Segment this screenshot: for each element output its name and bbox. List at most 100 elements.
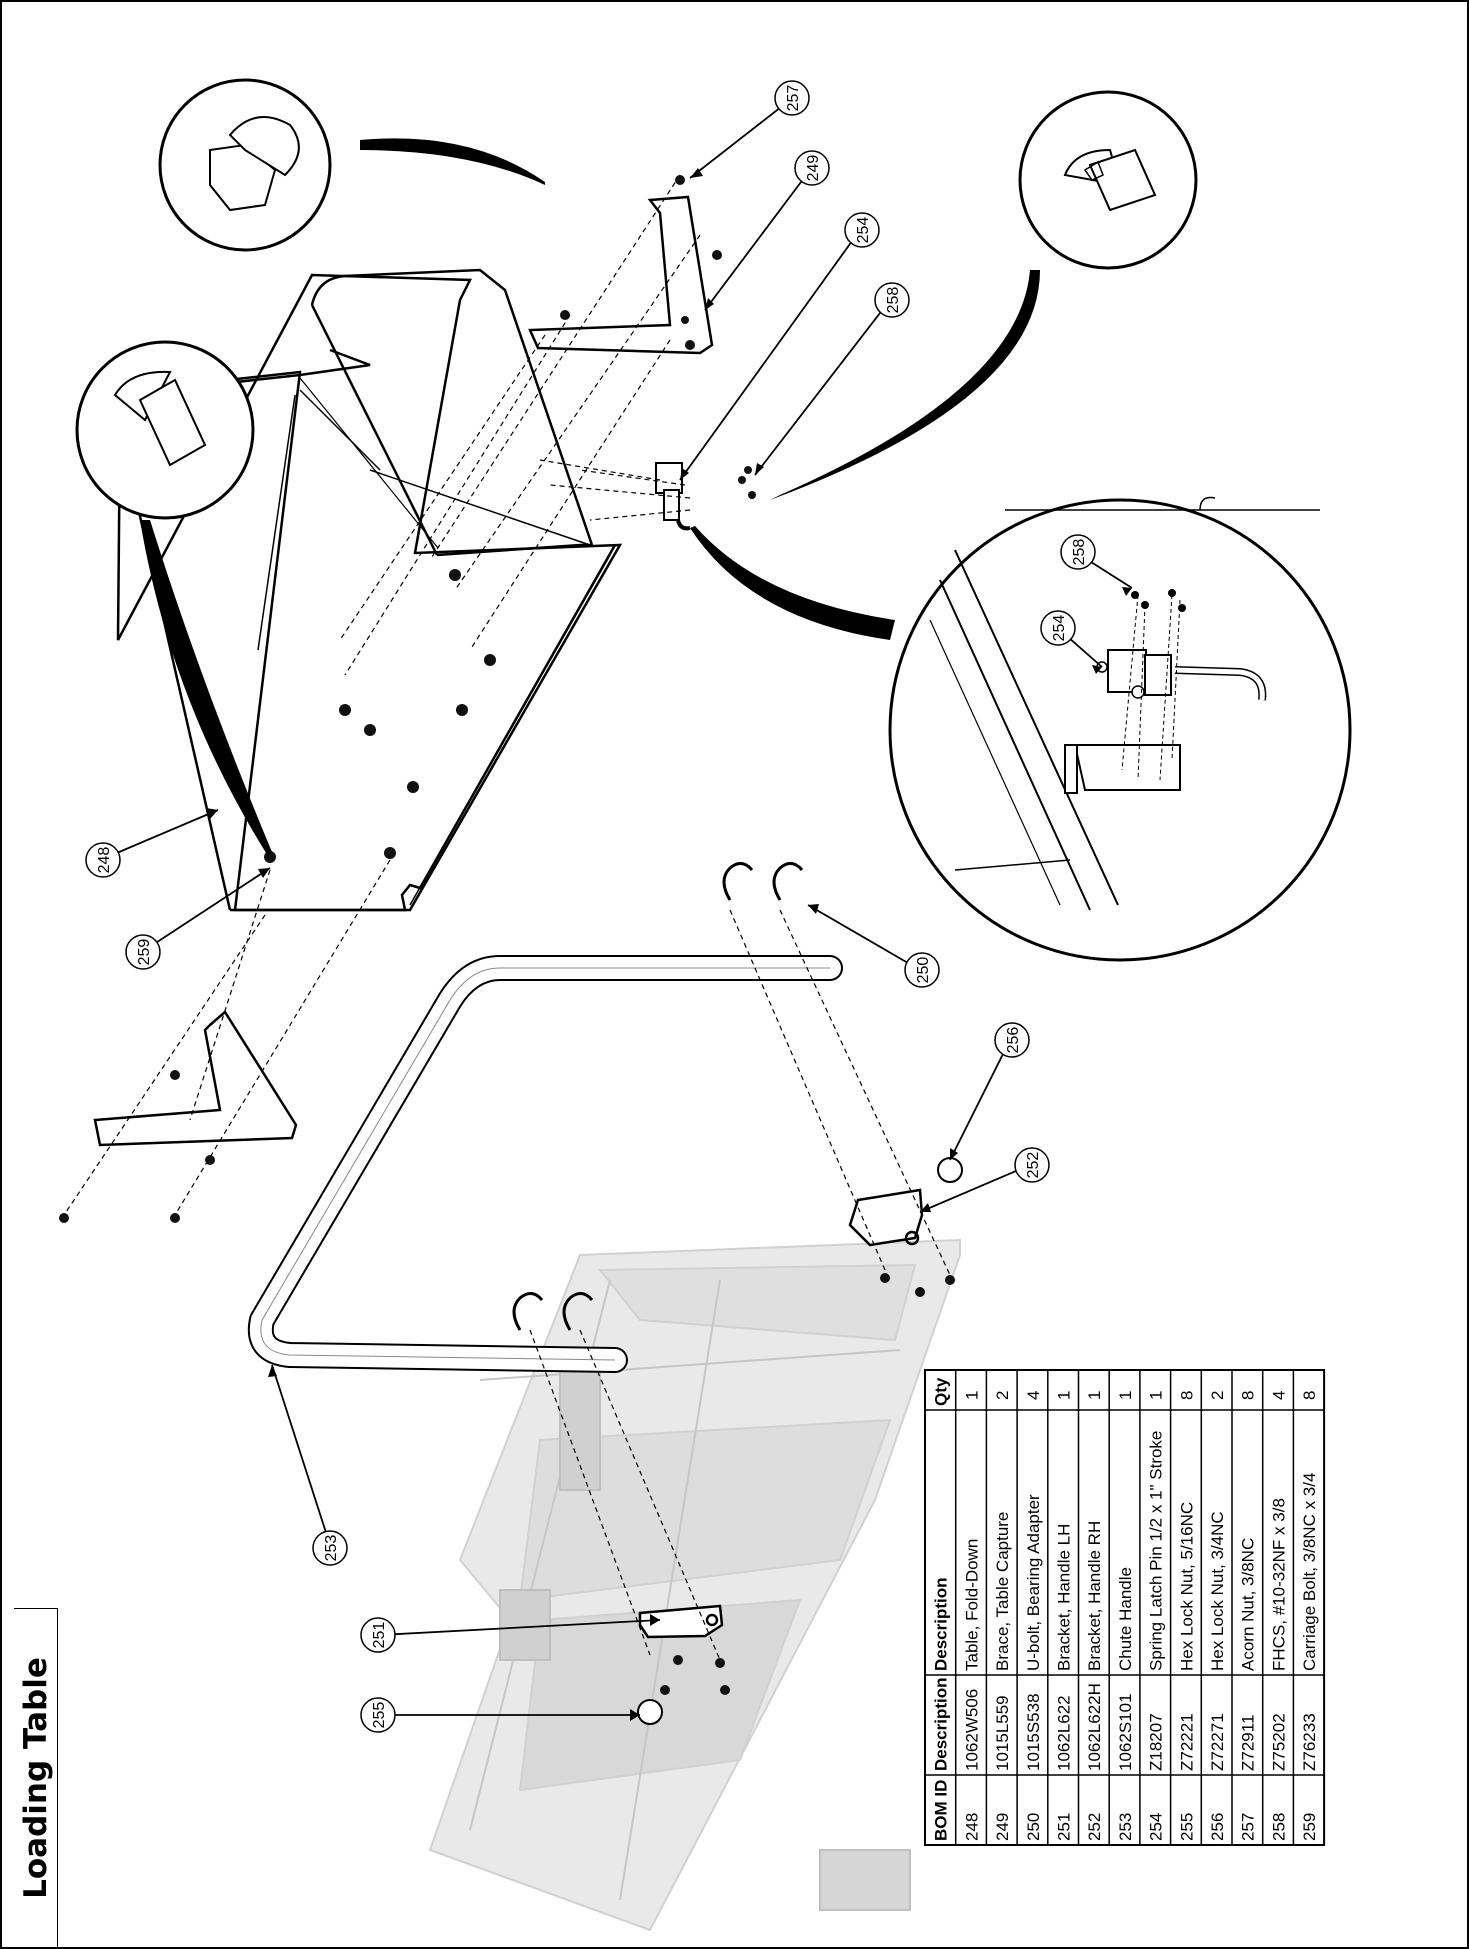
bom-cell-qty: 1: [962, 1391, 981, 1400]
bom-cell-description: Acorn Nut, 3/8NC: [1239, 1538, 1258, 1671]
callout-259: 259: [125, 934, 161, 970]
assembly-guide-lines: [63, 174, 951, 1661]
bom-header: Description: [932, 1677, 951, 1771]
bom-cell-id: 259: [1300, 1813, 1319, 1841]
bom-cell-qty: 2: [1208, 1391, 1227, 1400]
detail-fhcs: [1018, 90, 1198, 270]
bom-header: Description: [932, 1577, 951, 1671]
callout-254: 254: [1040, 610, 1076, 646]
callout-248: 248: [85, 842, 121, 878]
bom-cell-part: 1015S538: [1024, 1693, 1043, 1771]
bom-cell-id: 252: [1085, 1813, 1104, 1841]
bom-cell-qty: 2: [993, 1391, 1012, 1400]
callout-258: 258: [874, 282, 910, 318]
detail-acorn-nut: [158, 78, 332, 252]
callout-249: 249: [794, 150, 830, 186]
bom-cell-qty: 4: [1024, 1391, 1043, 1400]
callout-257: 257: [774, 80, 810, 116]
callout-252: 252: [1014, 1147, 1050, 1183]
bom-cell-qty: 1: [1147, 1391, 1166, 1400]
hardware-nuts-bolts: [59, 175, 955, 1695]
callout-arrowheads: [206, 168, 1132, 1721]
detail-latch-assembly: [888, 496, 1352, 962]
bom-cell-qty: 8: [1177, 1391, 1196, 1400]
bom-cell-description: Bracket, Handle LH: [1055, 1524, 1074, 1671]
bom-cell-description: Bracket, Handle RH: [1085, 1521, 1104, 1671]
callout-label: 258: [885, 287, 902, 314]
bom-cell-qty: 8: [1239, 1391, 1258, 1400]
callout-label: 255: [371, 1702, 388, 1729]
bom-cell-part: Z76233: [1300, 1713, 1319, 1771]
callout-250: 250: [904, 952, 940, 988]
bom-cell-qty: 8: [1300, 1391, 1319, 1400]
bom-cell-id: 249: [993, 1813, 1012, 1841]
bom-cell-description: Brace, Table Capture: [993, 1512, 1012, 1671]
bom-cell-part: 1062S101: [1116, 1693, 1135, 1771]
bom-cell-part: 1062L622H: [1085, 1683, 1104, 1771]
bom-cell-id: 254: [1147, 1813, 1166, 1841]
detail-leaders: [140, 138, 1040, 856]
bom-grid: [924, 1369, 1326, 1846]
callout-255: 255: [360, 1697, 396, 1733]
callout-label: 248: [96, 847, 113, 874]
bom-cell-id: 250: [1024, 1813, 1043, 1841]
bom-header: Qty: [932, 1377, 951, 1406]
bom-cell-id: 248: [962, 1813, 981, 1841]
bom-cell-part: Z75202: [1269, 1713, 1288, 1771]
callout-label: 252: [1025, 1152, 1042, 1179]
callout-251: 251: [360, 1617, 396, 1653]
callout-256: 256: [994, 1022, 1030, 1058]
bom-cell-id: 258: [1269, 1813, 1288, 1841]
callout-label: 257: [785, 85, 802, 112]
bom-cell-qty: 1: [1116, 1391, 1135, 1400]
bom-cell-part: 1062W506: [962, 1689, 981, 1771]
callout-label: 251: [371, 1622, 388, 1649]
callout-label: 259: [136, 939, 153, 966]
bom-cell-part: 1015L559: [993, 1695, 1012, 1771]
bom-cell-qty: 1: [1085, 1391, 1104, 1400]
bom-table-border: [924, 1369, 1326, 1846]
callout-leaders: [104, 99, 1133, 1716]
callout-label: 258: [1071, 539, 1088, 566]
u-bolts: [512, 862, 804, 1331]
handle-bracket-lh: [638, 1604, 724, 1639]
callout-label: 249: [805, 155, 822, 182]
callout-258: 258: [1060, 534, 1096, 570]
title-block: [14, 1608, 58, 1949]
callout-label: 254: [855, 217, 872, 244]
bom-cell-description: FHCS, #10-32NF x 3/8: [1269, 1498, 1288, 1671]
bom-cell-description: U-bolt, Bearing Adapter: [1024, 1494, 1043, 1671]
bom-cell-id: 253: [1116, 1813, 1135, 1841]
bom-cell-description: Chute Handle: [1116, 1567, 1135, 1671]
table-capture-brace-upper: [528, 195, 714, 355]
chute-handle-tube: [247, 955, 843, 1373]
bom-text: BOM IDDescriptionDescriptionQty2481062W5…: [932, 1377, 1319, 1841]
callout-bubbles: 257 249 254 258 248 259 250 256 252 253 251 255 258 2…: [85, 80, 1096, 1733]
callout-label: 253: [323, 1535, 340, 1562]
bom-cell-qty: 1: [1055, 1391, 1074, 1400]
detail-carriage-bolt: [75, 340, 255, 520]
bom-cell-description: Table, Fold-Down: [962, 1539, 981, 1671]
handle-bracket-rh: [848, 1188, 924, 1247]
bom-cell-qty: 4: [1269, 1391, 1288, 1400]
bom-cell-id: 257: [1239, 1813, 1258, 1841]
bom-cell-part: Z72271: [1208, 1713, 1227, 1771]
bom-cell-part: Z72221: [1177, 1713, 1196, 1771]
bom-header: BOM ID: [932, 1780, 951, 1841]
bom-cell-description: Hex Lock Nut, 3/4NC: [1208, 1511, 1227, 1671]
bom-cell-description: Spring Latch Pin 1/2 x 1" Stroke: [1147, 1431, 1166, 1671]
callout-253: 253: [312, 1530, 348, 1566]
callout-254: 254: [844, 212, 880, 248]
bom-cell-description: Carriage Bolt, 3/8NC x 3/4: [1300, 1473, 1319, 1671]
callout-label: 250: [915, 957, 932, 984]
bom-cell-id: 256: [1208, 1813, 1227, 1841]
bom-cell-id: 251: [1055, 1813, 1074, 1841]
bom-cell-id: 255: [1177, 1813, 1196, 1841]
bom-cell-part: 1062L622: [1055, 1695, 1074, 1771]
bom-cell-part: Z72911: [1239, 1715, 1258, 1771]
table-capture-brace-lower: [93, 1010, 298, 1147]
callout-label: 254: [1051, 615, 1068, 642]
bom-cell-description: Hex Lock Nut, 5/16NC: [1177, 1502, 1196, 1671]
